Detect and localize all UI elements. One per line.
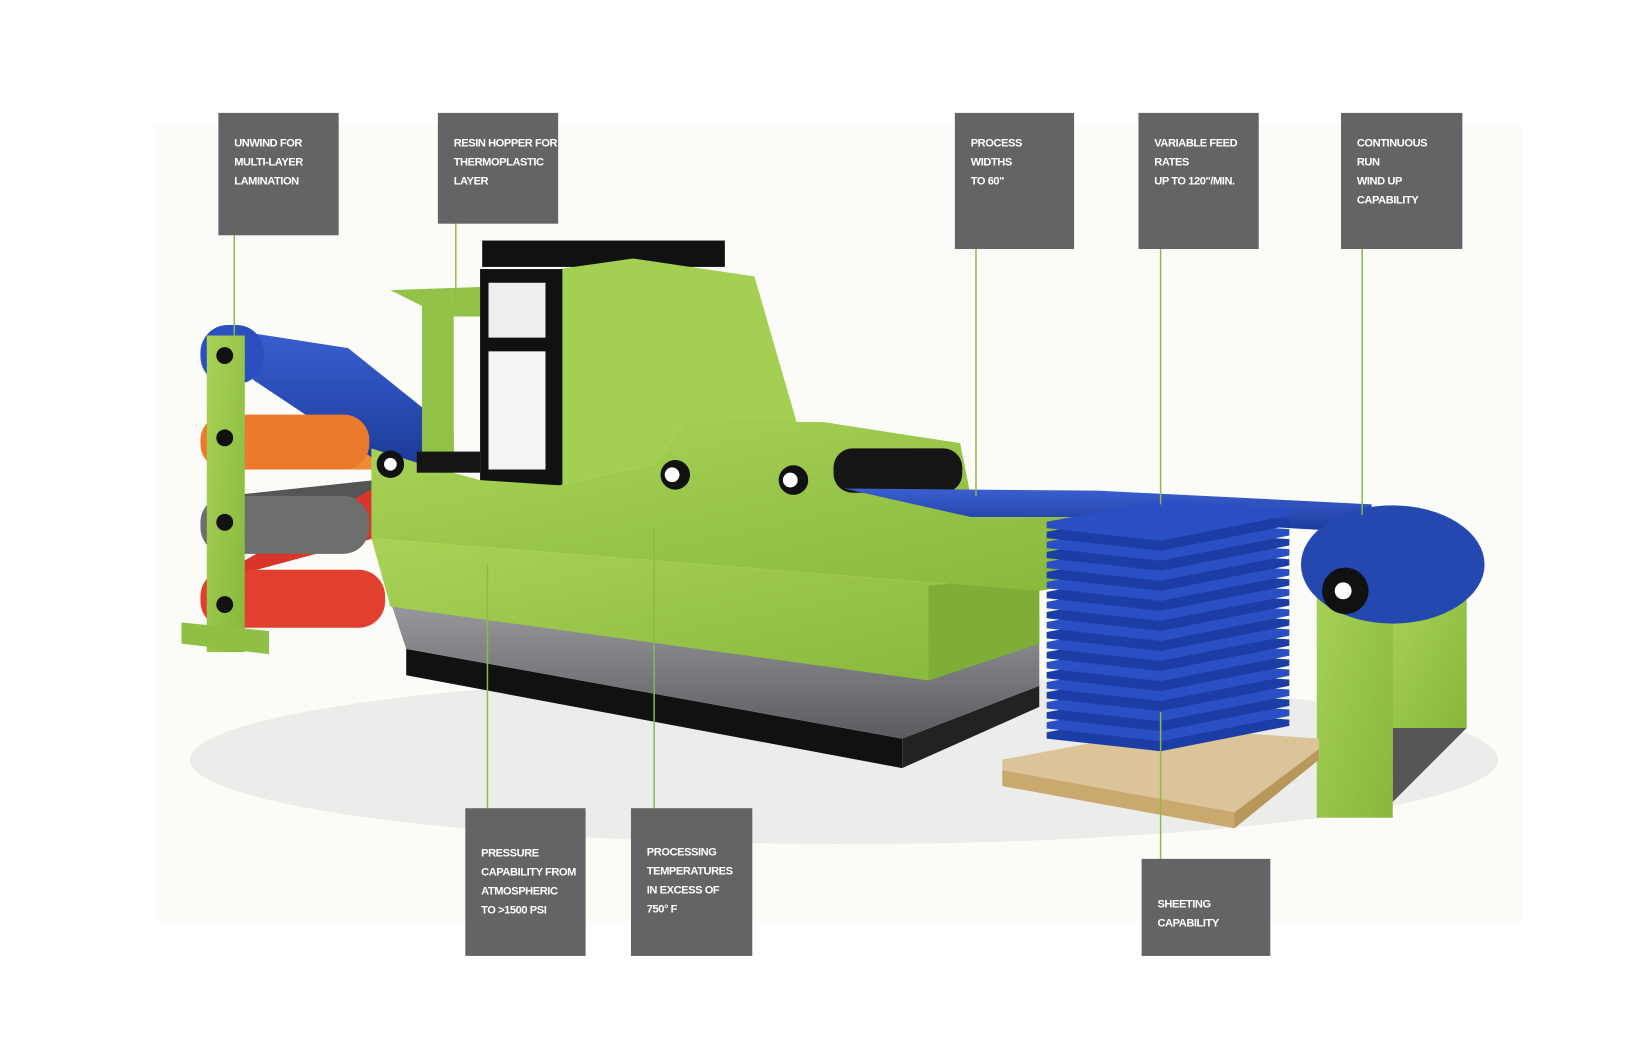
callout-line: VARIABLE FEED bbox=[1154, 137, 1238, 150]
window-panel bbox=[488, 351, 546, 470]
bolt-icon bbox=[216, 513, 234, 531]
red-roll bbox=[200, 569, 386, 628]
sheet-stack bbox=[1046, 500, 1290, 752]
callout-line: WIND UP bbox=[1356, 175, 1402, 188]
lower-platen bbox=[371, 538, 1040, 681]
callout-line: 750° F bbox=[646, 903, 678, 916]
upper-housing bbox=[559, 258, 797, 486]
callout-line: TO 60" bbox=[970, 175, 1005, 188]
callout-line: TO >1500 PSI bbox=[481, 904, 547, 917]
callout-temperature: PROCESSING TEMPERATURES IN EXCESS OF 750… bbox=[630, 808, 753, 956]
press-body bbox=[371, 240, 1161, 681]
callout-line: CONTINUOUS bbox=[1356, 137, 1428, 150]
callout-line: MULTI-LAYER bbox=[234, 156, 303, 169]
blue-sheet bbox=[1046, 500, 1290, 541]
callout-unwind: UNWIND FOR MULTI-LAYER LAMINATION bbox=[218, 112, 339, 236]
callout-line: UP TO 120"/MIN. bbox=[1154, 175, 1235, 188]
callout-line: PROCESS bbox=[970, 137, 1023, 150]
callout-line: CAPABILITY bbox=[1157, 916, 1219, 930]
unwind-stand bbox=[181, 335, 270, 655]
bolt-icon bbox=[216, 429, 234, 447]
hopper-top bbox=[482, 240, 725, 267]
inlet-roller bbox=[416, 451, 481, 473]
callout-line: TEMPERATURES bbox=[646, 865, 733, 878]
nip-roller bbox=[833, 448, 963, 493]
callout-line: RUN bbox=[1356, 156, 1380, 169]
callout-wind-up: CONTINUOUS RUN WIND UP CAPABILITY bbox=[1341, 112, 1463, 250]
callout-line: RATES bbox=[1154, 156, 1189, 169]
callout-line: IN EXCESS OF bbox=[646, 884, 720, 897]
callout-line: CAPABILITY bbox=[1356, 194, 1419, 207]
bolt-icon bbox=[216, 596, 234, 614]
callout-process-widths: PROCESS WIDTHS TO 60" bbox=[954, 112, 1075, 250]
main-body bbox=[371, 422, 1161, 591]
callout-sheeting: SHEETING CAPABILITY bbox=[1141, 858, 1271, 956]
callout-line: THERMOPLASTIC bbox=[453, 156, 544, 169]
callout-line: LAMINATION bbox=[234, 175, 299, 188]
callout-pressure: PRESSURE CAPABILITY FROM ATMOSPHERIC TO … bbox=[465, 808, 586, 956]
callout-line: PRESSURE bbox=[481, 847, 539, 860]
callout-feed-rates: VARIABLE FEED RATES UP TO 120"/MIN. bbox=[1138, 112, 1259, 250]
callout-line: RESIN HOPPER FOR bbox=[453, 137, 558, 150]
callout-line: ATMOSPHERIC bbox=[481, 885, 558, 898]
callout-line: CAPABILITY FROM bbox=[481, 866, 576, 879]
hopper bbox=[390, 286, 481, 465]
bolt-icon bbox=[216, 347, 234, 365]
callout-resin-hopper: RESIN HOPPER FOR THERMOPLASTIC LAYER bbox=[437, 112, 559, 224]
callout-line: SHEETING bbox=[1157, 897, 1211, 911]
window-panel bbox=[488, 282, 546, 338]
callout-line: WIDTHS bbox=[970, 156, 1013, 169]
blue-film-sheet bbox=[226, 329, 454, 465]
callout-line: UNWIND FOR bbox=[234, 137, 303, 150]
leader-lines bbox=[233, 198, 1363, 887]
callout-line: PROCESSING bbox=[646, 846, 717, 859]
callout-line: LAYER bbox=[453, 175, 489, 188]
